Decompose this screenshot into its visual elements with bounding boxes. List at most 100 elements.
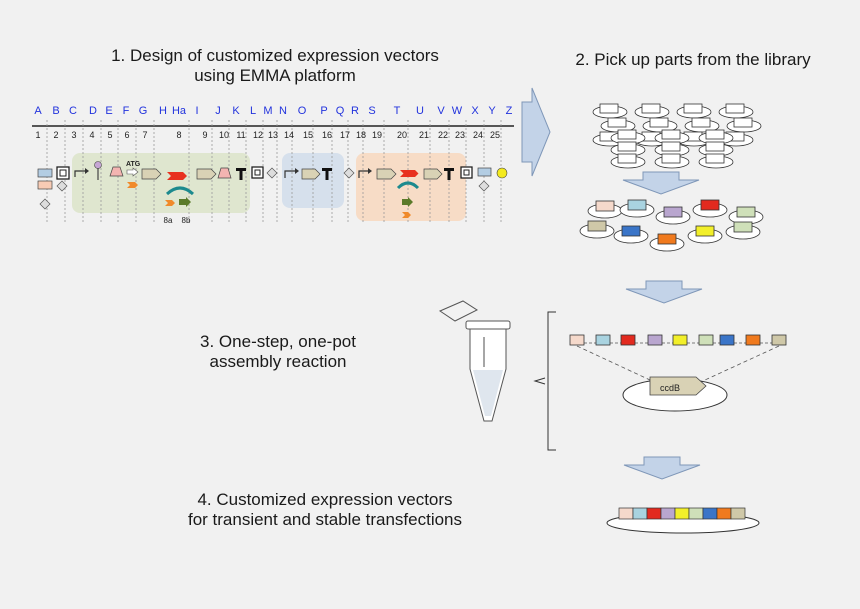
letter-label-H: H — [159, 105, 167, 117]
part-3-arrowhead — [85, 168, 89, 174]
step-arrow-down-3 — [623, 456, 701, 480]
library-part — [661, 129, 681, 140]
step1-line1: 1. Design of customized expression vecto… — [111, 46, 439, 65]
position-number-18: 18 — [356, 130, 366, 140]
assembly-part — [672, 334, 688, 346]
ccdb-label: ccdB — [660, 383, 680, 393]
step4-title: 4. Customized expression vectors for tra… — [160, 490, 490, 530]
position-number-14: 14 — [284, 130, 294, 140]
part-13-site-icon — [266, 167, 278, 179]
letter-label-C: C — [69, 105, 77, 117]
part-16-terminator-icon — [322, 168, 332, 180]
library-part — [705, 129, 725, 140]
tube-liquid — [473, 370, 503, 416]
part-25-origin-icon — [496, 167, 508, 179]
part-24-box — [477, 167, 492, 177]
chain-dash-right — [704, 345, 780, 381]
picked-part — [663, 206, 683, 218]
library-part — [599, 103, 619, 114]
assembly-part — [698, 334, 714, 346]
step3-line1: 3. One-step, one-pot — [200, 332, 356, 351]
step3-title: 3. One-step, one-pot assembly reaction — [178, 332, 378, 372]
part-4-pin-icon — [94, 161, 102, 169]
step-arrow-down-2 — [625, 280, 703, 304]
position-number-9: 9 — [202, 130, 207, 140]
step1-title: 1. Design of customized expression vecto… — [60, 46, 490, 86]
part-14-arrowhead — [295, 168, 299, 174]
part-8-chevron-b — [173, 172, 187, 180]
position-number-21: 21 — [419, 130, 429, 140]
position-number-4: 4 — [89, 130, 94, 140]
picked-part — [595, 200, 615, 212]
orange-region — [356, 153, 466, 221]
letter-label-M: M — [263, 105, 272, 117]
part-9-cds-icon — [196, 168, 217, 180]
final-vector-part — [632, 507, 648, 520]
part-2-inner — [59, 169, 67, 177]
part-24-site-icon — [478, 180, 490, 192]
step-arrow-down-1 — [622, 171, 700, 195]
position-number-7: 7 — [142, 130, 147, 140]
part-20-arc-icon — [396, 181, 420, 190]
picked-part — [733, 221, 753, 233]
position-number-19: 19 — [372, 130, 382, 140]
assembly-part — [719, 334, 735, 346]
tube-rim — [465, 320, 511, 330]
library-part — [617, 129, 637, 140]
final-vector-part — [730, 507, 746, 520]
assembly-part — [569, 334, 585, 346]
part-2-site-icon — [56, 180, 68, 192]
assembly-part — [771, 334, 787, 346]
position-number-23: 23 — [455, 130, 465, 140]
part-19-cds-icon — [376, 168, 397, 180]
part-5-trapezoid — [109, 166, 124, 177]
sublabel-8a: 8a — [164, 216, 173, 225]
letter-label-B: B — [52, 105, 59, 117]
letter-label-Ha: Ha — [172, 105, 187, 117]
picked-part — [736, 206, 756, 218]
library-part — [733, 117, 753, 128]
letter-label-L: L — [250, 105, 256, 117]
part-20-chevron-icon — [402, 212, 411, 218]
part-8a-chevron — [165, 200, 175, 206]
letter-label-Z: Z — [506, 105, 513, 117]
chain-dash-left — [576, 345, 651, 381]
library-part — [661, 141, 681, 152]
final-vector-part — [618, 507, 634, 520]
final-vector-part — [716, 507, 732, 520]
part-20-chevron-b — [406, 170, 419, 177]
library-part — [649, 117, 669, 128]
part-1-site-icon — [39, 198, 51, 210]
letter-label-Q: Q — [336, 105, 345, 117]
position-number-10: 10 — [219, 130, 229, 140]
part-20-arrow-icon — [402, 197, 413, 207]
library-part — [661, 153, 681, 164]
letter-label-P: P — [320, 105, 327, 117]
picked-part — [621, 225, 641, 237]
assembly-part — [595, 334, 611, 346]
step1-line2: using EMMA platform — [194, 66, 356, 85]
position-number-3: 3 — [71, 130, 76, 140]
part-8-arc-icon — [165, 186, 195, 196]
position-number-20: 20 — [397, 130, 407, 140]
library-part — [617, 141, 637, 152]
atg-label: ATG — [126, 161, 141, 168]
bracket-right — [547, 311, 556, 451]
assembly-part — [620, 334, 636, 346]
letter-label-W: W — [452, 105, 463, 117]
position-number-2: 2 — [53, 130, 58, 140]
picked-part — [627, 199, 647, 211]
part-12-inner — [254, 169, 261, 176]
position-number-11: 11 — [236, 130, 245, 140]
letter-label-F: F — [123, 105, 130, 117]
picked-part — [695, 225, 715, 237]
position-number-6: 6 — [124, 130, 129, 140]
letter-label-I: I — [195, 105, 198, 117]
part-15-cds-icon — [301, 168, 321, 180]
final-vector-part — [702, 507, 718, 520]
letter-label-G: G — [139, 105, 148, 117]
letter-label-K: K — [232, 105, 240, 117]
library-part — [705, 141, 725, 152]
letter-label-V: V — [437, 105, 445, 117]
